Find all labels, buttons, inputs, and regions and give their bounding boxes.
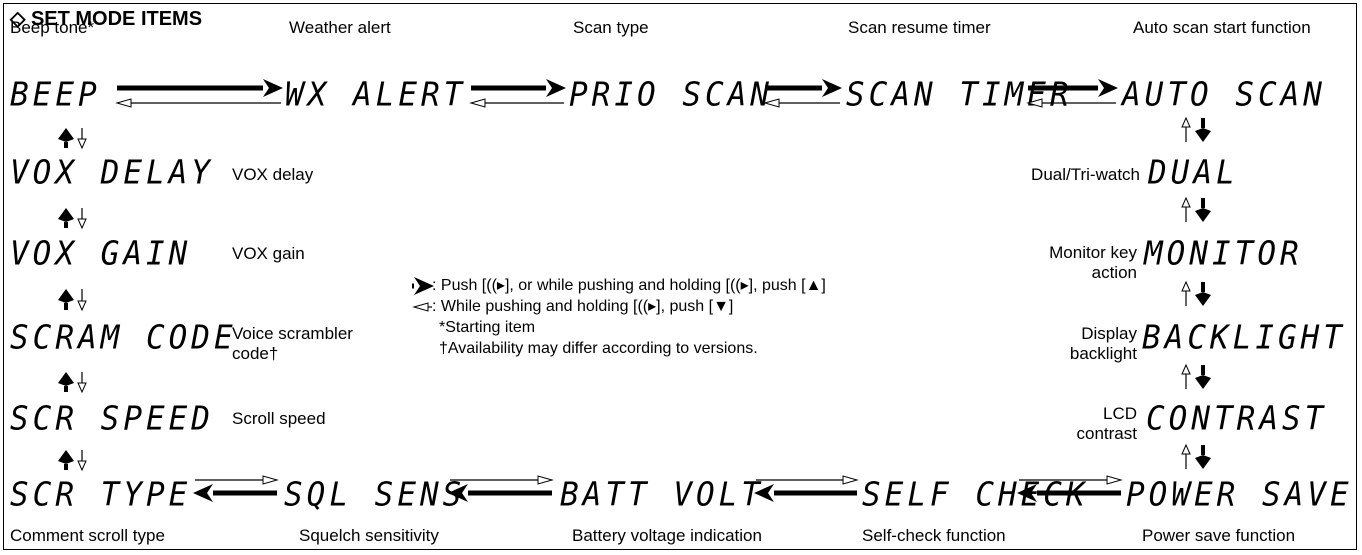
beep-lcd: BEEP — [10, 76, 101, 114]
powersave-lcd: POWER SAVE — [1126, 476, 1353, 514]
arrow-fwd-scrtype-scrspeed-head — [58, 450, 74, 464]
scrtype-label: Comment scroll type — [10, 526, 165, 545]
dual-lcd: DUAL — [1148, 154, 1239, 192]
scrspeed-label: Scroll speed — [232, 409, 326, 428]
monitor-lcd: MONITOR — [1144, 235, 1303, 273]
battvolt-label: Battery voltage indication — [572, 526, 762, 545]
autoscan-label: Auto scan start function — [1133, 18, 1311, 37]
arrow-back-selfcheck-battvolt-head — [842, 475, 859, 485]
scramcode-label-2: code† — [232, 344, 279, 363]
contrast-label-2: contrast — [1076, 424, 1137, 443]
arrow-fwd-scantype-scantimer-head — [822, 79, 842, 97]
diagram-frame — [3, 3, 1357, 550]
monitor-label-2: action — [1091, 263, 1137, 282]
monitor-label-1: Monitor key — [1049, 243, 1137, 262]
arrow-back-sqlsens-scrtype-head — [262, 475, 279, 485]
legend-starting-text: *Starting item — [439, 319, 536, 336]
arrow-fwd-sqlsens-scrtype-head — [193, 484, 213, 502]
legend-availability-text: †Availability may differ according to ve… — [439, 340, 758, 357]
arrow-fwd-contrast-powersave-head — [1195, 455, 1211, 469]
backlight-label-2: backlight — [1069, 344, 1137, 363]
arrow-back-beep-wx-head — [115, 98, 132, 108]
legend-forward-text: : Push [((▸], or while pushing and holdi… — [432, 277, 826, 294]
arrow-fwd-monitor-backlight-head — [1195, 292, 1211, 306]
arrow-fwd-voxgain-voxdelay-head — [58, 208, 74, 222]
voxgain-lcd: VOX GAIN — [10, 235, 192, 273]
arrow-back-scramcode-voxgain-head — [77, 300, 87, 312]
arrow-fwd-scrspeed-scramcode-head — [58, 372, 74, 386]
arrow-back-scrtype-scrspeed-head — [77, 460, 87, 472]
sqlsens-lcd: SQL SENS — [284, 476, 466, 514]
contrast-label-1: LCD — [1102, 404, 1137, 423]
scantimer-label: Scan resume timer — [848, 18, 991, 37]
arrow-fwd-scantimer-autoscan-head — [1098, 79, 1118, 97]
scrspeed-lcd: SCR SPEED — [10, 400, 214, 438]
arrow-fwd-battvolt-sqlsens-head — [448, 484, 468, 502]
backlight-lcd: BACKLIGHT — [1142, 319, 1346, 357]
voxgain-label: VOX gain — [232, 244, 305, 263]
scantype-lcd: PRIO SCAN — [569, 76, 773, 114]
scantype-label: Scan type — [573, 18, 649, 37]
arrow-fwd-beep-wx-head — [263, 79, 283, 97]
arrow-back-voxgain-voxdelay-head — [77, 218, 87, 230]
arrow-back-backlight-contrast-head — [1181, 363, 1191, 375]
selfcheck-label: Self-check function — [862, 526, 1006, 545]
section-title: ◇ SET MODE ITEMS — [10, 8, 203, 30]
arrow-back-scantype-scantimer-head — [763, 98, 780, 108]
arrow-fwd-autoscan-dual-head — [1195, 128, 1211, 142]
autoscan-lcd: AUTO SCAN — [1122, 76, 1326, 114]
arrow-fwd-selfcheck-battvolt-head — [754, 484, 774, 502]
scantimer-lcd: SCAN TIMER — [846, 76, 1073, 114]
battvolt-lcd: BATT VOLT — [560, 476, 764, 514]
legend-forward-icon-head — [414, 277, 434, 295]
arrow-back-voxdelay-beep-head — [77, 138, 87, 150]
wx-label: Weather alert — [289, 18, 391, 37]
scrtype-lcd: SCR TYPE — [10, 476, 192, 514]
arrow-back-monitor-backlight-head — [1181, 280, 1191, 292]
arrow-fwd-powersave-selfcheck-head — [1017, 484, 1037, 502]
arrow-fwd-backlight-contrast-head — [1195, 375, 1211, 389]
arrow-fwd-voxdelay-beep-head — [58, 128, 74, 142]
beep-label: Beep tone* — [10, 18, 95, 37]
arrow-back-battvolt-sqlsens-head — [537, 475, 554, 485]
arrow-back-scantimer-autoscan-head — [1026, 98, 1043, 108]
arrow-back-dual-monitor-head — [1181, 196, 1191, 208]
scramcode-lcd: SCRAM CODE — [10, 319, 237, 357]
arrow-back-powersave-selfcheck-head — [1106, 475, 1123, 485]
dual-label: Dual/Tri-watch — [1031, 165, 1140, 184]
wx-lcd: WX ALERT — [285, 76, 467, 114]
backlight-label-1: Display — [1081, 324, 1137, 343]
voxdelay-label: VOX delay — [232, 165, 314, 184]
scramcode-label-1: Voice scrambler — [232, 324, 353, 343]
voxdelay-lcd: VOX DELAY — [10, 154, 214, 192]
contrast-lcd: CONTRAST — [1146, 400, 1328, 438]
legend-backward-text: : While pushing and holding [((▸], push … — [432, 298, 734, 315]
legend-backward-icon-head — [412, 302, 429, 312]
arrow-fwd-dual-monitor-head — [1195, 208, 1211, 222]
arrow-fwd-scramcode-voxgain-head — [58, 289, 74, 303]
powersave-label: Power save function — [1142, 526, 1296, 545]
arrow-fwd-wx-scantype-head — [546, 79, 566, 97]
arrow-back-scrspeed-scramcode-head — [77, 382, 87, 394]
arrow-back-autoscan-dual-head — [1181, 116, 1191, 128]
arrow-back-wx-scantype-head — [469, 98, 486, 108]
arrow-back-contrast-powersave-head — [1181, 443, 1191, 455]
sqlsens-label: Squelch sensitivity — [299, 526, 439, 545]
